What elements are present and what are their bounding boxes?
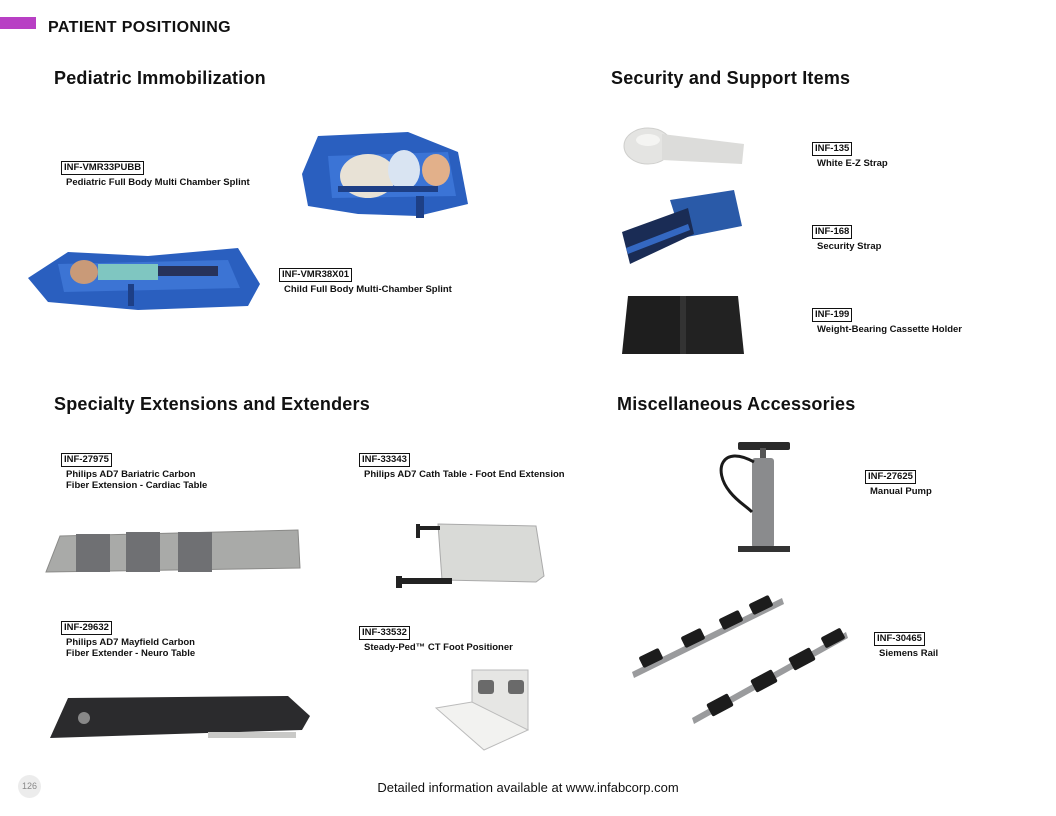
product-code: INF-33532 (359, 626, 410, 640)
product-code: INF-29632 (61, 621, 112, 635)
product-code: INF-27625 (865, 470, 916, 484)
product-name: Child Full Body Multi-Chamber Splint (284, 284, 452, 295)
product-inf-vmr33pubb: INF-VMR33PUBB Pediatric Full Body Multi … (61, 157, 250, 188)
header-accent-bar (0, 17, 36, 29)
product-name: Weight-Bearing Cassette Holder (817, 324, 962, 335)
product-name: White E-Z Strap (817, 158, 888, 169)
product-code: INF-27975 (61, 453, 112, 467)
product-code: INF-33343 (359, 453, 410, 467)
product-inf-27625: INF-27625 Manual Pump (865, 466, 932, 497)
product-name: Pediatric Full Body Multi Chamber Splint (66, 177, 250, 188)
product-inf-168: INF-168 Security Strap (812, 221, 881, 252)
siemens-rail-image (632, 595, 848, 724)
foot-positioner-image (434, 669, 530, 751)
page-number: 126 (18, 775, 41, 798)
footer-website-text: Detailed information available at www.in… (377, 780, 679, 795)
product-inf-29632: INF-29632 Philips AD7 Mayfield Carbon Fi… (61, 617, 195, 659)
child-splint-image (28, 248, 260, 310)
product-inf-30465: INF-30465 Siemens Rail (874, 628, 938, 659)
product-inf-33532: INF-33532 Steady-Ped™ CT Foot Positioner (359, 622, 513, 653)
product-name: Siemens Rail (879, 648, 939, 659)
manual-pump-image (719, 442, 790, 552)
product-inf-vmr38x01: INF-VMR38X01 Child Full Body Multi-Chamb… (279, 264, 452, 295)
product-code: INF-VMR33PUBB (61, 161, 145, 175)
product-code: INF-30465 (874, 632, 925, 646)
product-inf-135: INF-135 White E-Z Strap (812, 138, 888, 169)
product-code: INF-168 (812, 225, 853, 239)
foot-extension-image (396, 523, 545, 588)
section-title-pediatric: Pediatric Immobilization (54, 68, 266, 88)
product-inf-199: INF-199 Weight-Bearing Cassette Holder (812, 304, 962, 335)
section-title-security: Security and Support Items (611, 68, 851, 88)
product-name: Manual Pump (870, 486, 932, 497)
bariatric-extension-image (45, 529, 301, 573)
cassette-holder-image (622, 296, 744, 354)
product-inf-33343: INF-33343 Philips AD7 Cath Table - Foot … (359, 449, 565, 480)
product-code: INF-199 (812, 308, 853, 322)
product-inf-27975: INF-27975 Philips AD7 Bariatric Carbon F… (61, 449, 207, 491)
product-name: Philips AD7 Bariatric Carbon Fiber Exten… (66, 469, 208, 491)
page-title: PATIENT POSITIONING (48, 19, 232, 36)
product-name: Steady-Ped™ CT Foot Positioner (364, 642, 513, 653)
pediatric-splint-image (302, 132, 468, 218)
product-code: INF-135 (812, 142, 853, 156)
product-name: Philips AD7 Mayfield Carbon Fiber Extend… (66, 637, 196, 659)
product-name: Philips AD7 Cath Table - Foot End Extens… (364, 469, 565, 480)
product-name: Security Strap (817, 241, 882, 252)
section-title-misc: Miscellaneous Accessories (617, 394, 856, 414)
section-title-specialty: Specialty Extensions and Extenders (54, 394, 370, 414)
mayfield-extender-image (50, 696, 310, 738)
white-strap-image (623, 127, 744, 165)
product-code: INF-VMR38X01 (279, 268, 353, 282)
security-strap-image (622, 190, 742, 264)
